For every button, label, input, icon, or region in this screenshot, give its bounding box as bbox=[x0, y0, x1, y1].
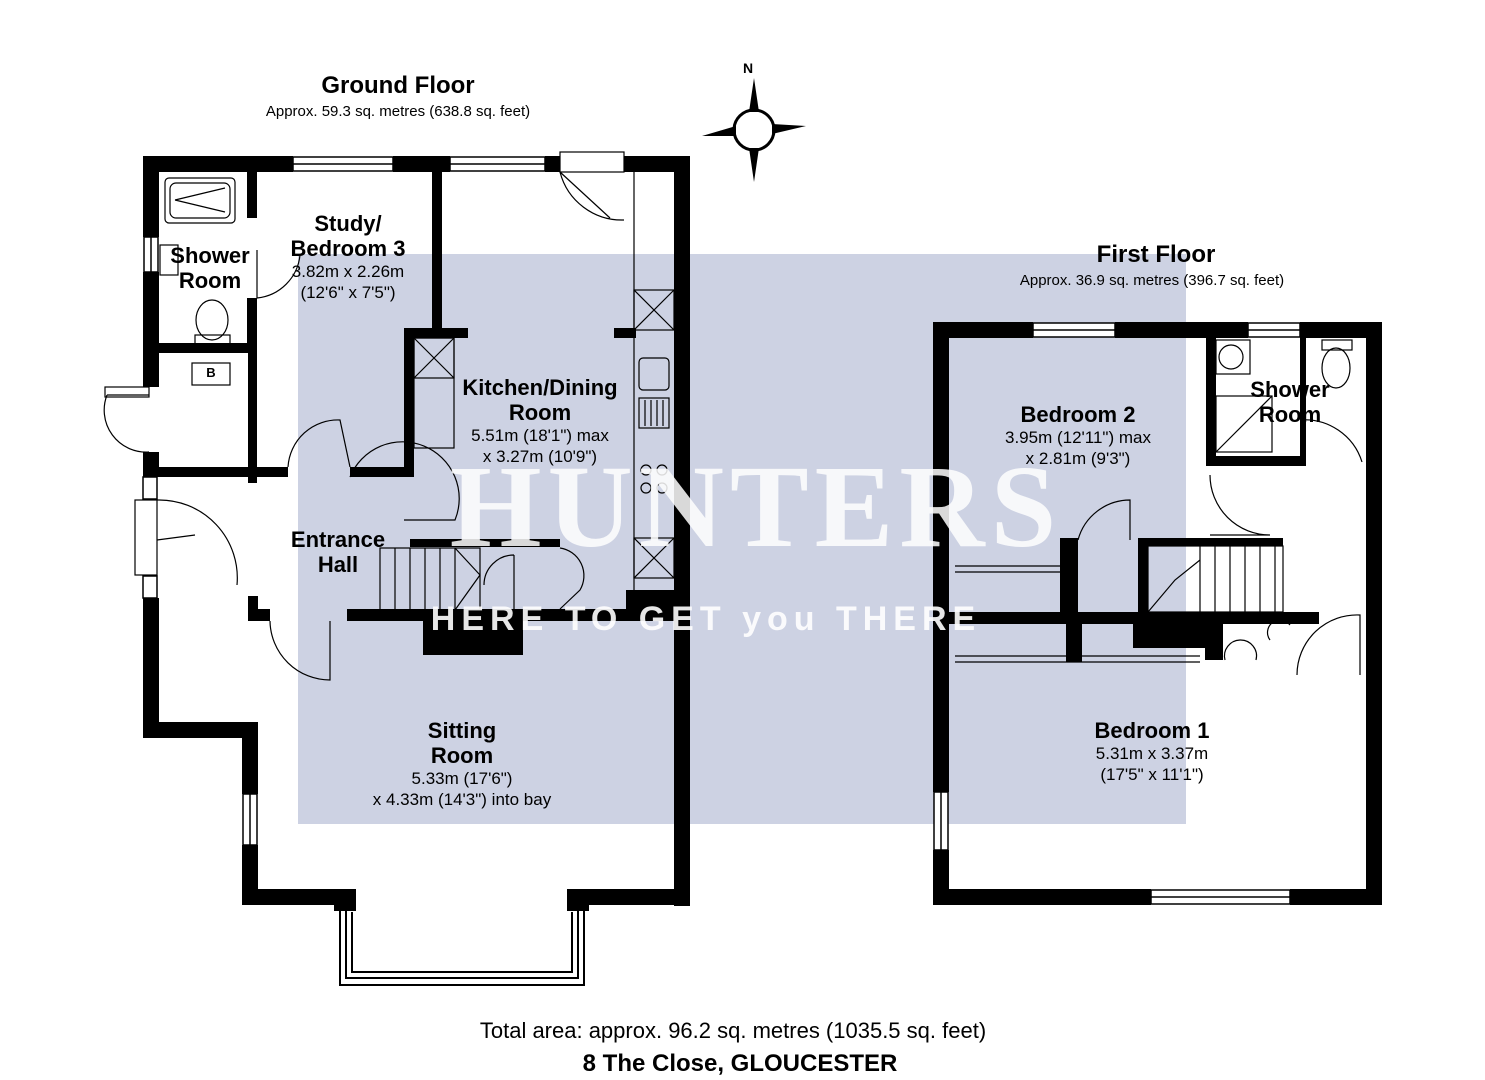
bedroom2-dim1: 3.95m (12'11") max bbox=[1005, 428, 1151, 447]
first-floor-stairs bbox=[1147, 545, 1284, 613]
first-shower-room-label: Shower Room bbox=[1238, 377, 1342, 427]
first-floor-fittings bbox=[955, 339, 1363, 676]
sitting-line2: Room bbox=[430, 743, 494, 768]
first-floor-walls bbox=[933, 322, 1382, 905]
compass-icon bbox=[702, 78, 806, 182]
kitchen-label: Kitchen/Dining Room 5.51m (18'1") max x … bbox=[432, 375, 648, 467]
sitting-dim2: x 4.33m (14'3") into bay bbox=[372, 790, 552, 809]
bedroom2-label: Bedroom 2 3.95m (12'11") max x 2.81m (9'… bbox=[968, 402, 1188, 469]
sitting-room-label: Sitting Room 5.33m (17'6") x 4.33m (14'3… bbox=[330, 718, 594, 810]
study-line2: Bedroom 3 bbox=[290, 236, 406, 261]
hall-line2: Hall bbox=[317, 552, 359, 577]
study-label: Study/ Bedroom 3 3.82m x 2.26m (12'6" x … bbox=[260, 211, 436, 303]
boiler-label: B bbox=[206, 365, 216, 380]
kitchen-fittings bbox=[413, 172, 675, 590]
ground-shower-room-label: Shower Room bbox=[158, 243, 262, 293]
bedroom2-dim2: x 2.81m (9'3") bbox=[1025, 449, 1131, 468]
total-area: Total area: approx. 96.2 sq. metres (103… bbox=[479, 1018, 987, 1043]
study-dim1: 3.82m x 2.26m bbox=[291, 262, 405, 281]
kitchen-dim1: 5.51m (18'1") max bbox=[471, 426, 609, 445]
ground-stairs bbox=[379, 547, 481, 611]
bedroom1-dim2: (17'5" x 11'1") bbox=[1100, 765, 1204, 784]
property-address: 8 The Close, GLOUCESTER bbox=[582, 1050, 898, 1077]
study-dim2: (12'6" x 7'5") bbox=[300, 283, 396, 302]
first-shower-line2: Room bbox=[1258, 402, 1322, 427]
kitchen-dim2: x 3.27m (10'9") bbox=[482, 447, 598, 466]
sitting-line1: Sitting bbox=[427, 718, 497, 743]
bedroom1-line1: Bedroom 1 bbox=[1094, 718, 1210, 743]
first-floor-title: First Floor bbox=[1096, 241, 1216, 268]
first-shower-line1: Shower bbox=[1250, 377, 1330, 402]
ground-shower-fittings bbox=[159, 177, 236, 386]
sitting-dim1: 5.33m (17'6") bbox=[411, 769, 513, 788]
ground-floor-doors bbox=[103, 151, 625, 681]
hall-line1: Entrance bbox=[290, 527, 386, 552]
ground-shower-room-line1: Shower bbox=[170, 243, 250, 268]
ground-floor-walls bbox=[143, 156, 690, 906]
ground-floor-windows bbox=[142, 156, 546, 846]
entrance-hall-label: Entrance Hall bbox=[268, 527, 408, 577]
bay-window bbox=[334, 889, 589, 986]
ground-shower-room-line2: Room bbox=[178, 268, 242, 293]
watermark-tagline: HERE TO GET you THERE bbox=[430, 600, 982, 638]
ground-floor-title: Ground Floor bbox=[321, 72, 475, 99]
study-line1: Study/ bbox=[314, 211, 382, 236]
bedroom1-dim1: 5.31m x 3.37m bbox=[1095, 744, 1209, 763]
first-floor-windows bbox=[933, 322, 1301, 905]
first-floor-area: Approx. 36.9 sq. metres (396.7 sq. feet) bbox=[1019, 272, 1285, 289]
bedroom1-label: Bedroom 1 5.31m x 3.37m (17'5" x 11'1") bbox=[1052, 718, 1252, 785]
watermark-brand: HUNTERS bbox=[449, 441, 1063, 572]
ground-floor-area: Approx. 59.3 sq. metres (638.8 sq. feet) bbox=[265, 103, 531, 120]
kitchen-line2: Room bbox=[508, 400, 572, 425]
compass-north-label: N bbox=[742, 60, 754, 76]
kitchen-line1: Kitchen/Dining bbox=[462, 375, 618, 400]
bedroom2-line1: Bedroom 2 bbox=[1020, 402, 1136, 427]
